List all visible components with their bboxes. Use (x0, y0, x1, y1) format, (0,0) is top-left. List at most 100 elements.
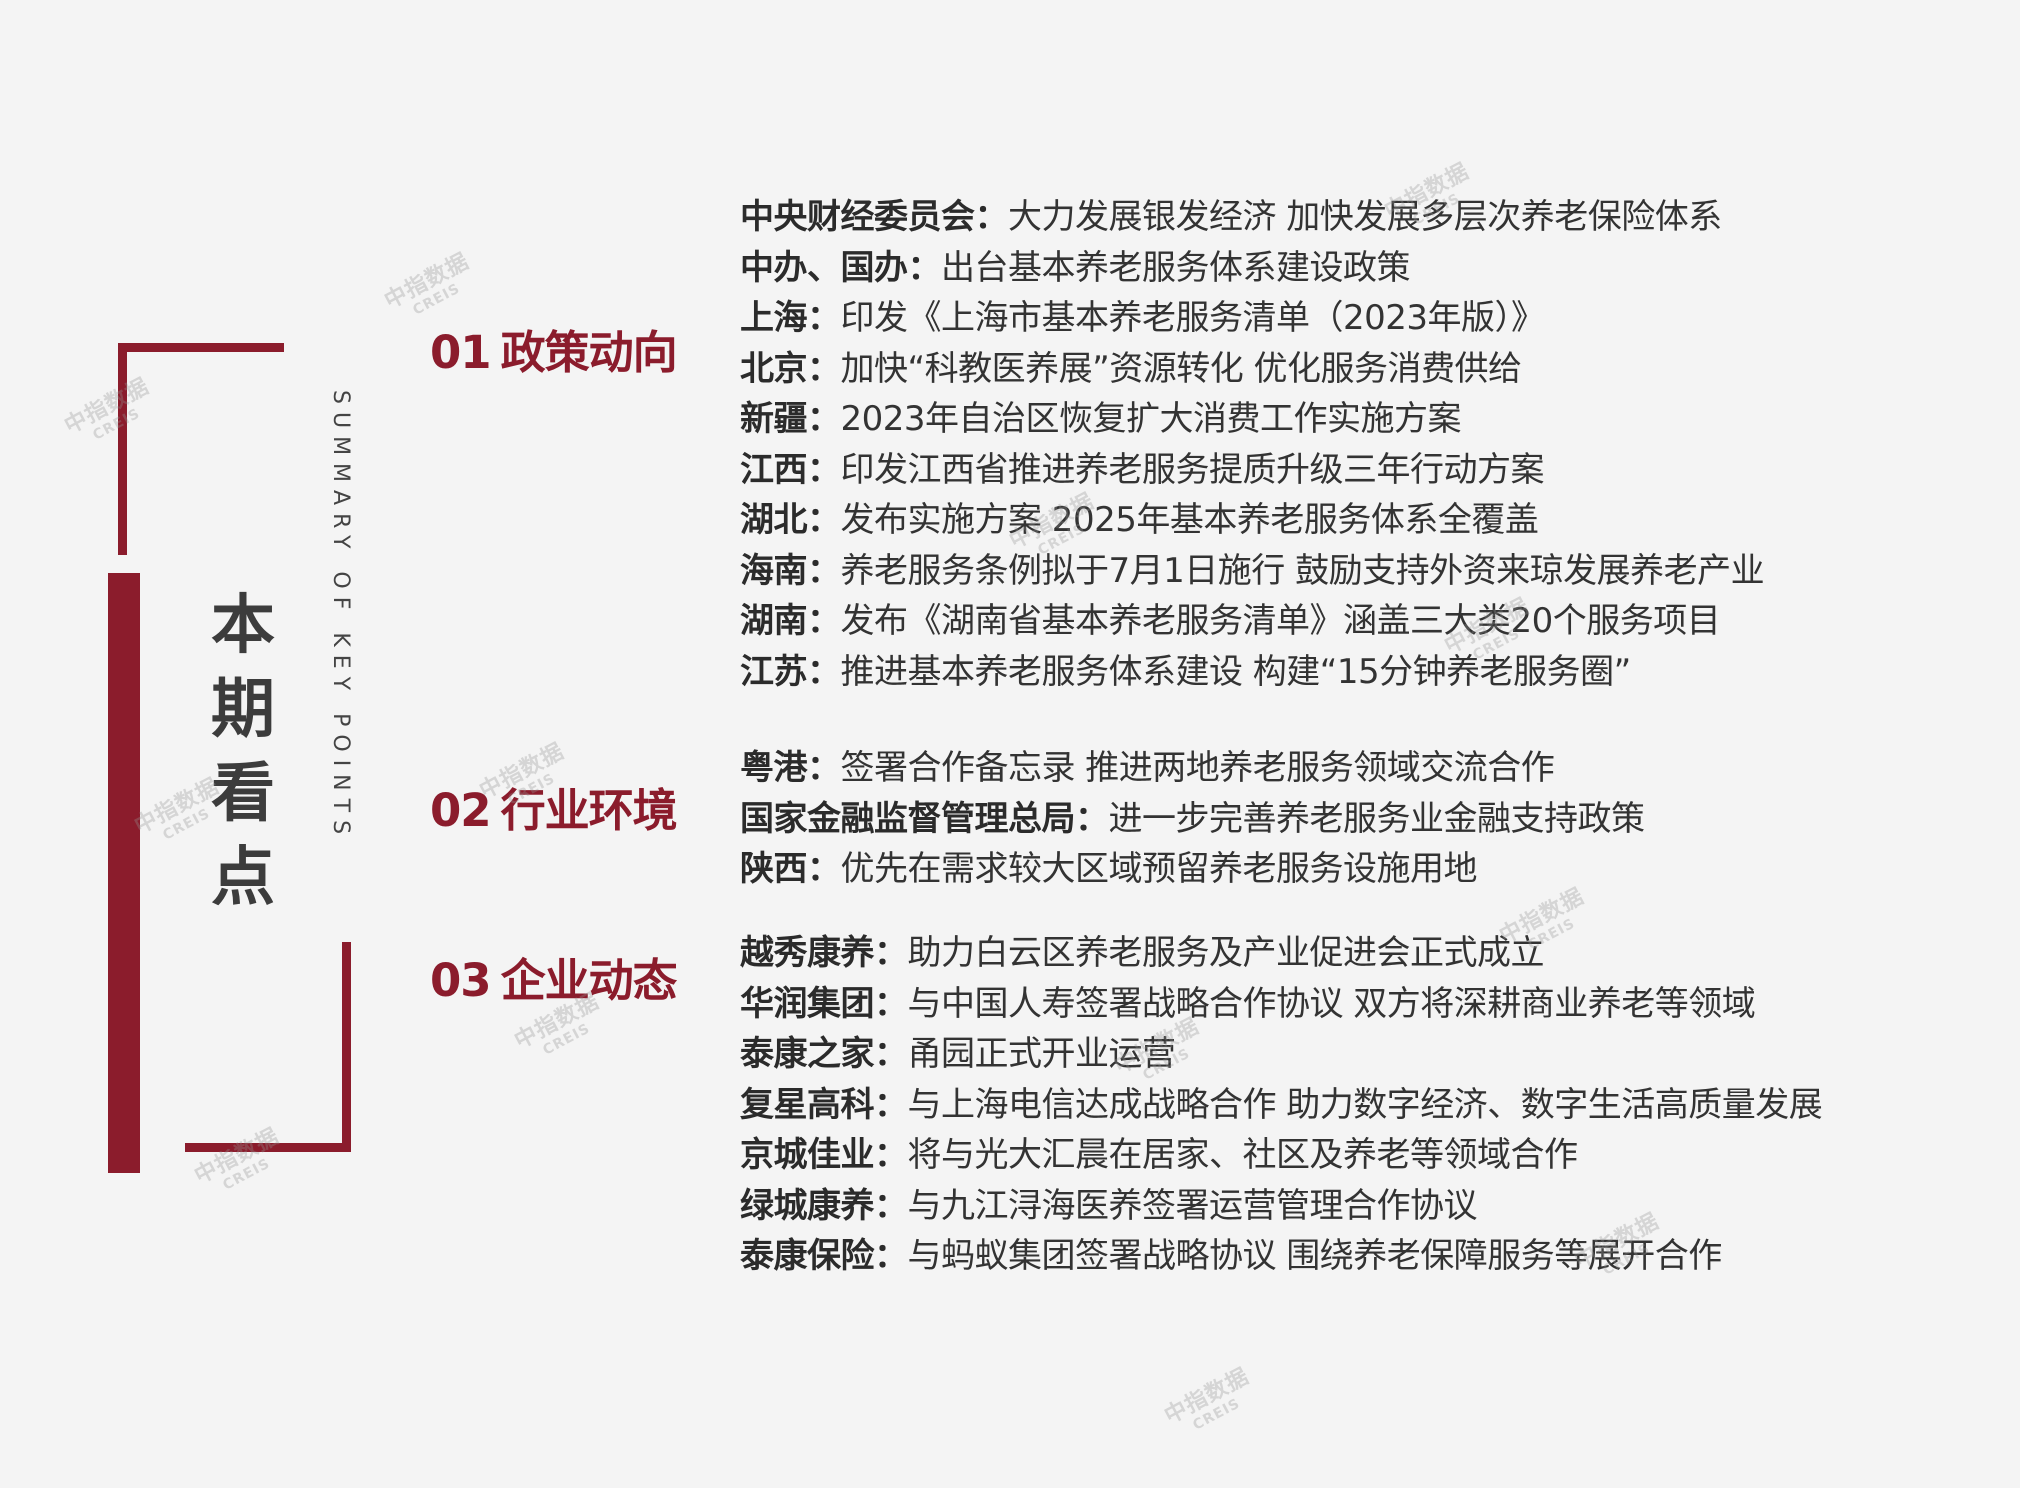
frame-bottom-horizontal (185, 1143, 351, 1152)
list-item: 北京：加快“科教医养展”资源转化 优化服务消费供给 (740, 344, 2000, 395)
item-text: 养老服务条例拟于7月1日施行 鼓励支持外资来琼发展养老产业 (840, 550, 1765, 591)
item-key: 绿城康养 (740, 1185, 875, 1226)
item-key: 泰康保险 (740, 1236, 875, 1276)
item-key: 复星高科 (740, 1084, 875, 1125)
list-item: 湖北：发布实施方案 2025年基本养老服务体系全覆盖 (740, 495, 2000, 546)
list-item: 复星高科：与上海电信达成战略合作 助力数字经济、数字生活高质量发展 (740, 1080, 2000, 1131)
item-text: 优先在需求较大区域预留养老服务设施用地 (840, 849, 1478, 889)
item-key: 越秀康养 (740, 933, 875, 973)
section-policy-list: 中央财经委员会：大力发展银发经济 加快发展多层次养老保险体系 中办、国办：出台基… (740, 192, 2000, 697)
item-key: 中办、国办 (740, 247, 908, 288)
item-text: 进一步完善养老服务业金融支持政策 (1108, 798, 1646, 839)
item-separator: ： (807, 651, 841, 692)
frame-thick-vertical (108, 573, 140, 1173)
item-separator: ： (874, 1084, 908, 1125)
item-separator: ： (807, 849, 841, 889)
list-item: 泰康保险：与蚂蚁集团签署战略协议 围绕养老保障服务等展开合作 (740, 1231, 2000, 1282)
item-separator: ： (874, 983, 908, 1024)
section-number: 01 (430, 326, 492, 379)
item-key: 中央财经委员会 (740, 197, 975, 237)
section-enterprise-list: 越秀康养：助力白云区养老服务及产业促进会正式成立 华润集团：与中国人寿签署战略合… (740, 928, 2000, 1282)
item-key: 国家金融监督管理总局 (740, 798, 1076, 839)
item-text: 出台基本养老服务体系建设政策 (941, 247, 1411, 288)
frame-top-horizontal (118, 343, 284, 352)
item-key: 粤港 (740, 748, 808, 788)
item-key: 泰康之家 (740, 1034, 875, 1074)
list-item: 湖南：发布《湖南省基本养老服务清单》涵盖三大类20个服务项目 (740, 596, 2000, 647)
item-separator: ： (907, 247, 942, 288)
list-item: 新疆：2023年自治区恢复扩大消费工作实施方案 (740, 394, 2000, 445)
item-text: 印发《上海市基本养老服务清单（2023年版）》 (840, 298, 1546, 338)
item-separator: ： (807, 298, 841, 338)
list-item: 中办、国办：出台基本养老服务体系建设政策 (740, 243, 2000, 294)
item-text: 加快“科教医养展”资源转化 优化服务消费供给 (840, 348, 1523, 389)
item-key: 海南 (740, 550, 808, 591)
page-subtitle-en: SUMMARY OF KEY POINTS (328, 390, 353, 843)
item-text: 发布《湖南省基本养老服务清单》涵盖三大类20个服务项目 (840, 601, 1721, 641)
item-separator: ： (807, 748, 841, 788)
item-key: 湖南 (740, 601, 808, 641)
section-number: 02 (430, 784, 492, 837)
item-text: 与中国人寿签署战略合作协议 双方将深耕商业养老等领域 (907, 983, 1756, 1024)
item-text: 甬园正式开业运营 (907, 1034, 1177, 1074)
item-text: 与蚂蚁集团签署战略协议 围绕养老保障服务等展开合作 (907, 1236, 1723, 1276)
item-key: 江西 (740, 449, 808, 490)
frame-top-vertical (118, 343, 127, 555)
list-item: 国家金融监督管理总局：进一步完善养老服务业金融支持政策 (740, 794, 2000, 845)
list-item: 陕西：优先在需求较大区域预留养老服务设施用地 (740, 844, 2000, 895)
item-text: 大力发展银发经济 加快发展多层次养老保险体系 (1008, 197, 1722, 237)
item-text: 与九江浔海医养签署运营管理合作协议 (907, 1185, 1478, 1226)
item-key: 新疆 (740, 399, 808, 439)
section-number: 03 (430, 954, 492, 1007)
item-key: 上海 (740, 298, 808, 338)
item-separator: ： (807, 601, 841, 641)
item-text: 2023年自治区恢复扩大消费工作实施方案 (840, 399, 1462, 439)
list-item: 江苏：推进基本养老服务体系建设 构建“15分钟养老服务圈” (740, 647, 2000, 698)
frame-bottom-vertical (342, 942, 351, 1152)
item-key: 华润集团 (740, 983, 875, 1024)
item-separator: ： (807, 449, 841, 490)
item-text: 与上海电信达成战略合作 助力数字经济、数字生活高质量发展 (907, 1084, 1823, 1125)
item-key: 京城佳业 (740, 1135, 875, 1175)
list-item: 绿城康养：与九江浔海医养签署运营管理合作协议 (740, 1181, 2000, 1232)
list-item: 江西：印发江西省推进养老服务提质升级三年行动方案 (740, 445, 2000, 496)
section-title: 行业环境 (500, 784, 678, 837)
item-separator: ： (807, 348, 841, 389)
section-title: 企业动态 (500, 954, 678, 1007)
item-key: 湖北 (740, 500, 808, 540)
item-text: 推进基本养老服务体系建设 构建“15分钟养老服务圈” (840, 651, 1632, 692)
list-item: 海南：养老服务条例拟于7月1日施行 鼓励支持外资来琼发展养老产业 (740, 546, 2000, 597)
item-key: 陕西 (740, 849, 808, 889)
item-text: 发布实施方案 2025年基本养老服务体系全覆盖 (840, 500, 1539, 540)
list-item: 上海：印发《上海市基本养老服务清单（2023年版）》 (740, 293, 2000, 344)
item-separator: ： (807, 550, 841, 591)
section-title: 政策动向 (500, 326, 678, 379)
item-text: 将与光大汇晨在居家、社区及养老等领域合作 (907, 1135, 1579, 1175)
list-item: 泰康之家：甬园正式开业运营 (740, 1029, 2000, 1080)
item-text: 印发江西省推进养老服务提质升级三年行动方案 (840, 449, 1545, 490)
item-key: 江苏 (740, 651, 808, 692)
list-item: 华润集团：与中国人寿签署战略合作协议 双方将深耕商业养老等领域 (740, 979, 2000, 1030)
item-separator: ： (874, 1236, 908, 1276)
item-text: 签署合作备忘录 推进两地养老服务领域交流合作 (840, 748, 1555, 788)
item-separator: ： (807, 500, 841, 540)
item-separator: ： (874, 1034, 908, 1074)
page-title: 本期看点 (211, 589, 275, 915)
item-separator: ： (874, 1185, 908, 1226)
item-text: 助力白云区养老服务及产业促进会正式成立 (907, 933, 1545, 973)
list-item: 粤港：签署合作备忘录 推进两地养老服务领域交流合作 (740, 743, 2000, 794)
section-industry-list: 粤港：签署合作备忘录 推进两地养老服务领域交流合作 国家金融监督管理总局：进一步… (740, 743, 2000, 895)
item-key: 北京 (740, 348, 808, 389)
item-separator: ： (974, 197, 1009, 237)
item-separator: ： (807, 399, 841, 439)
item-separator: ： (1075, 798, 1109, 839)
list-item: 中央财经委员会：大力发展银发经济 加快发展多层次养老保险体系 (740, 192, 2000, 243)
item-separator: ： (874, 933, 908, 973)
